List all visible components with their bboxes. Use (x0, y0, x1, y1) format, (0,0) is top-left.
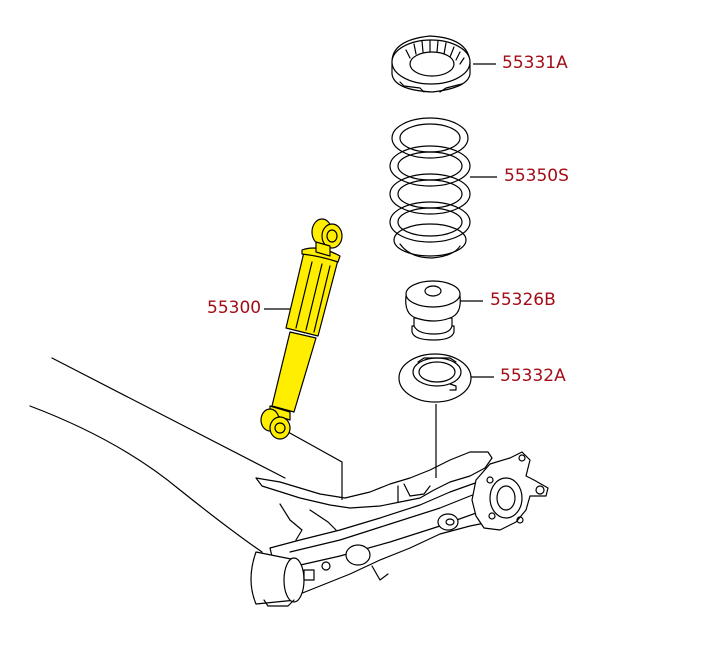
part-label-shock-absorber[interactable]: 55300 (207, 298, 262, 318)
part-bump-stopper-drawing[interactable] (405, 280, 461, 341)
part-shock-absorber-drawing[interactable] (260, 218, 343, 440)
leader-lines (264, 63, 497, 500)
part-lower-seat-drawing[interactable] (398, 353, 472, 403)
rear-axle-beam (29, 357, 549, 607)
part-label-lower-seat[interactable]: 55332A (500, 366, 566, 386)
part-label-coil-spring[interactable]: 55350S (504, 166, 569, 186)
part-label-top-seat[interactable]: 55331A (502, 53, 568, 73)
part-label-bump-stopper[interactable]: 55326B (490, 290, 556, 310)
part-coil-spring-drawing[interactable] (389, 117, 471, 259)
part-top-seat-drawing[interactable] (391, 35, 471, 93)
